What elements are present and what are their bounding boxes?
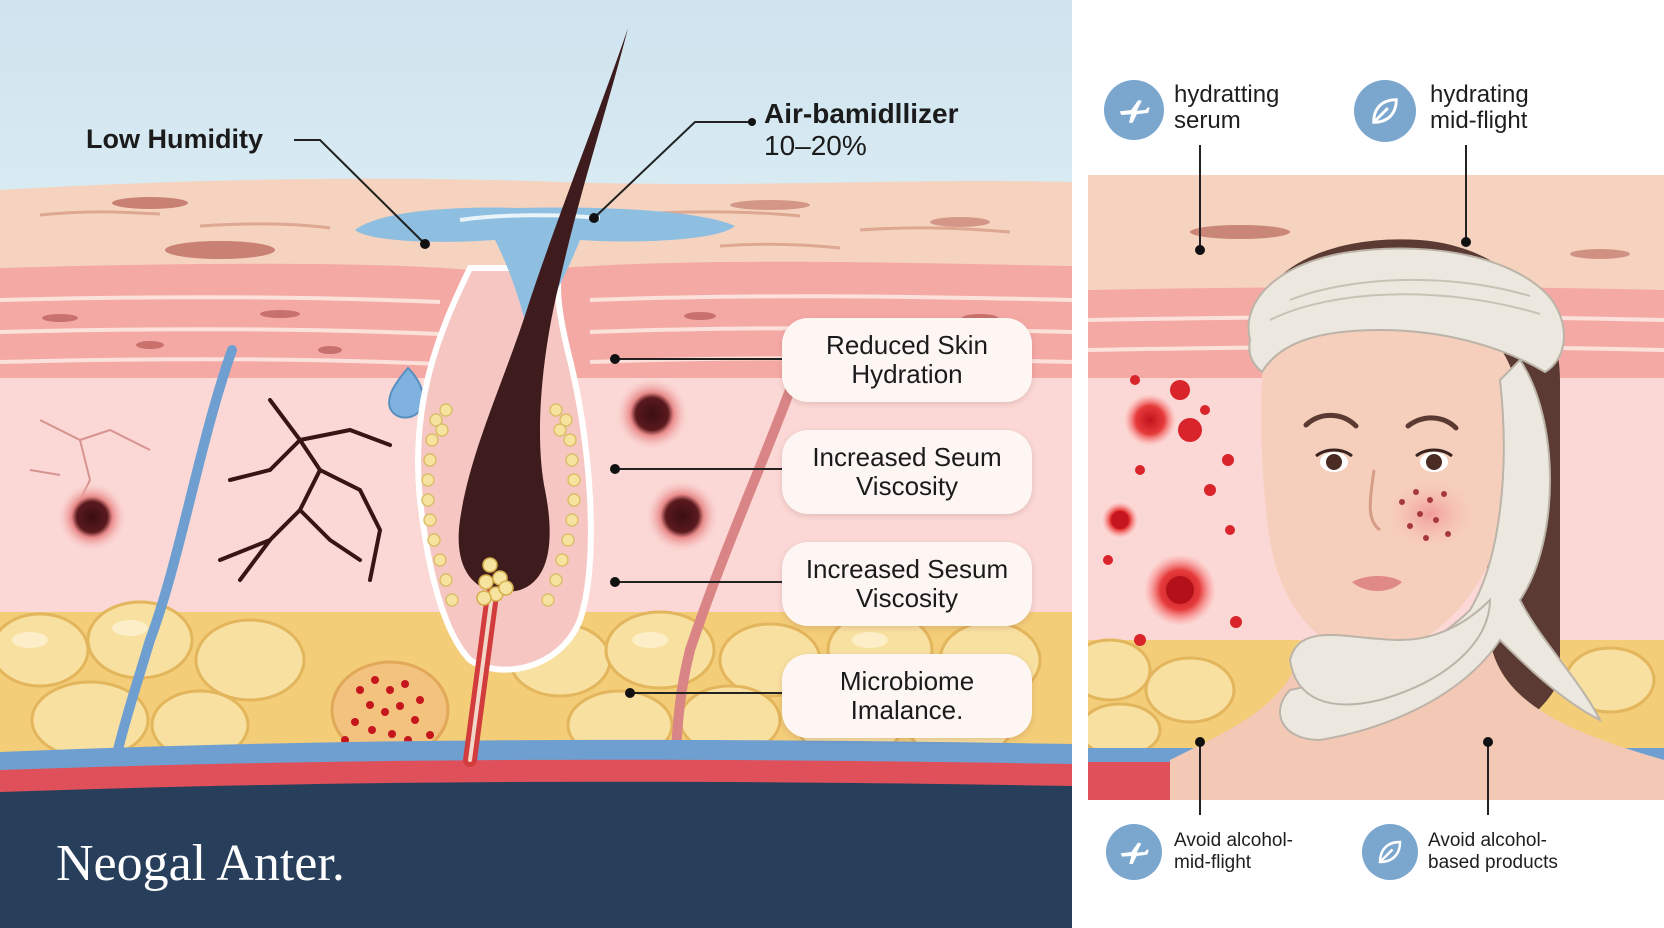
- acne-spots: [1399, 489, 1451, 541]
- leaf-icon: [1362, 824, 1418, 880]
- callout-line2: Viscosity: [855, 583, 959, 613]
- face: [1261, 301, 1520, 655]
- callout-line2: Viscosity: [855, 471, 959, 501]
- item-line2: based products: [1428, 852, 1558, 873]
- callout-line1: Increased Seum: [812, 442, 1002, 472]
- hair-bulb: [476, 557, 514, 606]
- airplane-icon: [1106, 824, 1162, 880]
- air-humidifier-line1: Air-bamidllizer: [764, 98, 959, 129]
- item-line2: serum: [1174, 107, 1241, 134]
- item-line2: mid-flight: [1174, 852, 1252, 873]
- top-item-hydrating-serum: hydratting serum: [1174, 82, 1279, 134]
- bottom-item-avoid-alcohol-products: Avoid alcohol- based products: [1428, 830, 1558, 874]
- inflamed-pore: [58, 483, 126, 551]
- item-line1: hydratting: [1174, 81, 1280, 108]
- blue-vessel: [113, 345, 237, 755]
- leaf-icon: [1354, 80, 1416, 142]
- callout-line2: Hydration: [851, 359, 963, 389]
- brand-wordmark: Neogal Anter.: [56, 835, 345, 892]
- inflamed-pore: [616, 378, 688, 450]
- callout-line2: Imalance.: [850, 695, 964, 725]
- top-item-hydrating-mid-flight: hydrating mid-flight: [1430, 82, 1529, 134]
- inflamed-pore: [646, 480, 718, 552]
- water-drop: [388, 366, 424, 419]
- low-humidity-label: Low Humidity: [86, 124, 263, 154]
- callout-line1: Increased Sesum: [805, 554, 1009, 584]
- neck-shoulders: [1170, 640, 1664, 800]
- callout-line1: Microbiome: [839, 666, 975, 696]
- air-humidifier-line2: 10–20%: [764, 130, 867, 161]
- red-vessel: [671, 385, 795, 755]
- callout-line1: Reduced Skin: [826, 330, 988, 360]
- item-line1: hydrating: [1430, 81, 1529, 108]
- sebaceous-gland: [421, 403, 581, 607]
- item-line1: Avoid alcohol-: [1174, 830, 1294, 851]
- item-line2: mid-flight: [1430, 107, 1528, 134]
- lips: [1352, 576, 1402, 591]
- hair-shaft: [458, 28, 628, 593]
- scarf-wrap: [1279, 358, 1603, 742]
- stratum-layer: [0, 263, 470, 380]
- air-humidifier-label: Air-bamidllizer 10–20%: [764, 98, 958, 162]
- bottom-item-avoid-alcohol-mid-flight: Avoid alcohol- mid-flight: [1174, 830, 1293, 874]
- airplane-icon: [1104, 80, 1164, 140]
- item-line1: Avoid alcohol-: [1428, 830, 1548, 851]
- inflammation-spots: [1102, 375, 1242, 646]
- headscarf: [1247, 247, 1565, 374]
